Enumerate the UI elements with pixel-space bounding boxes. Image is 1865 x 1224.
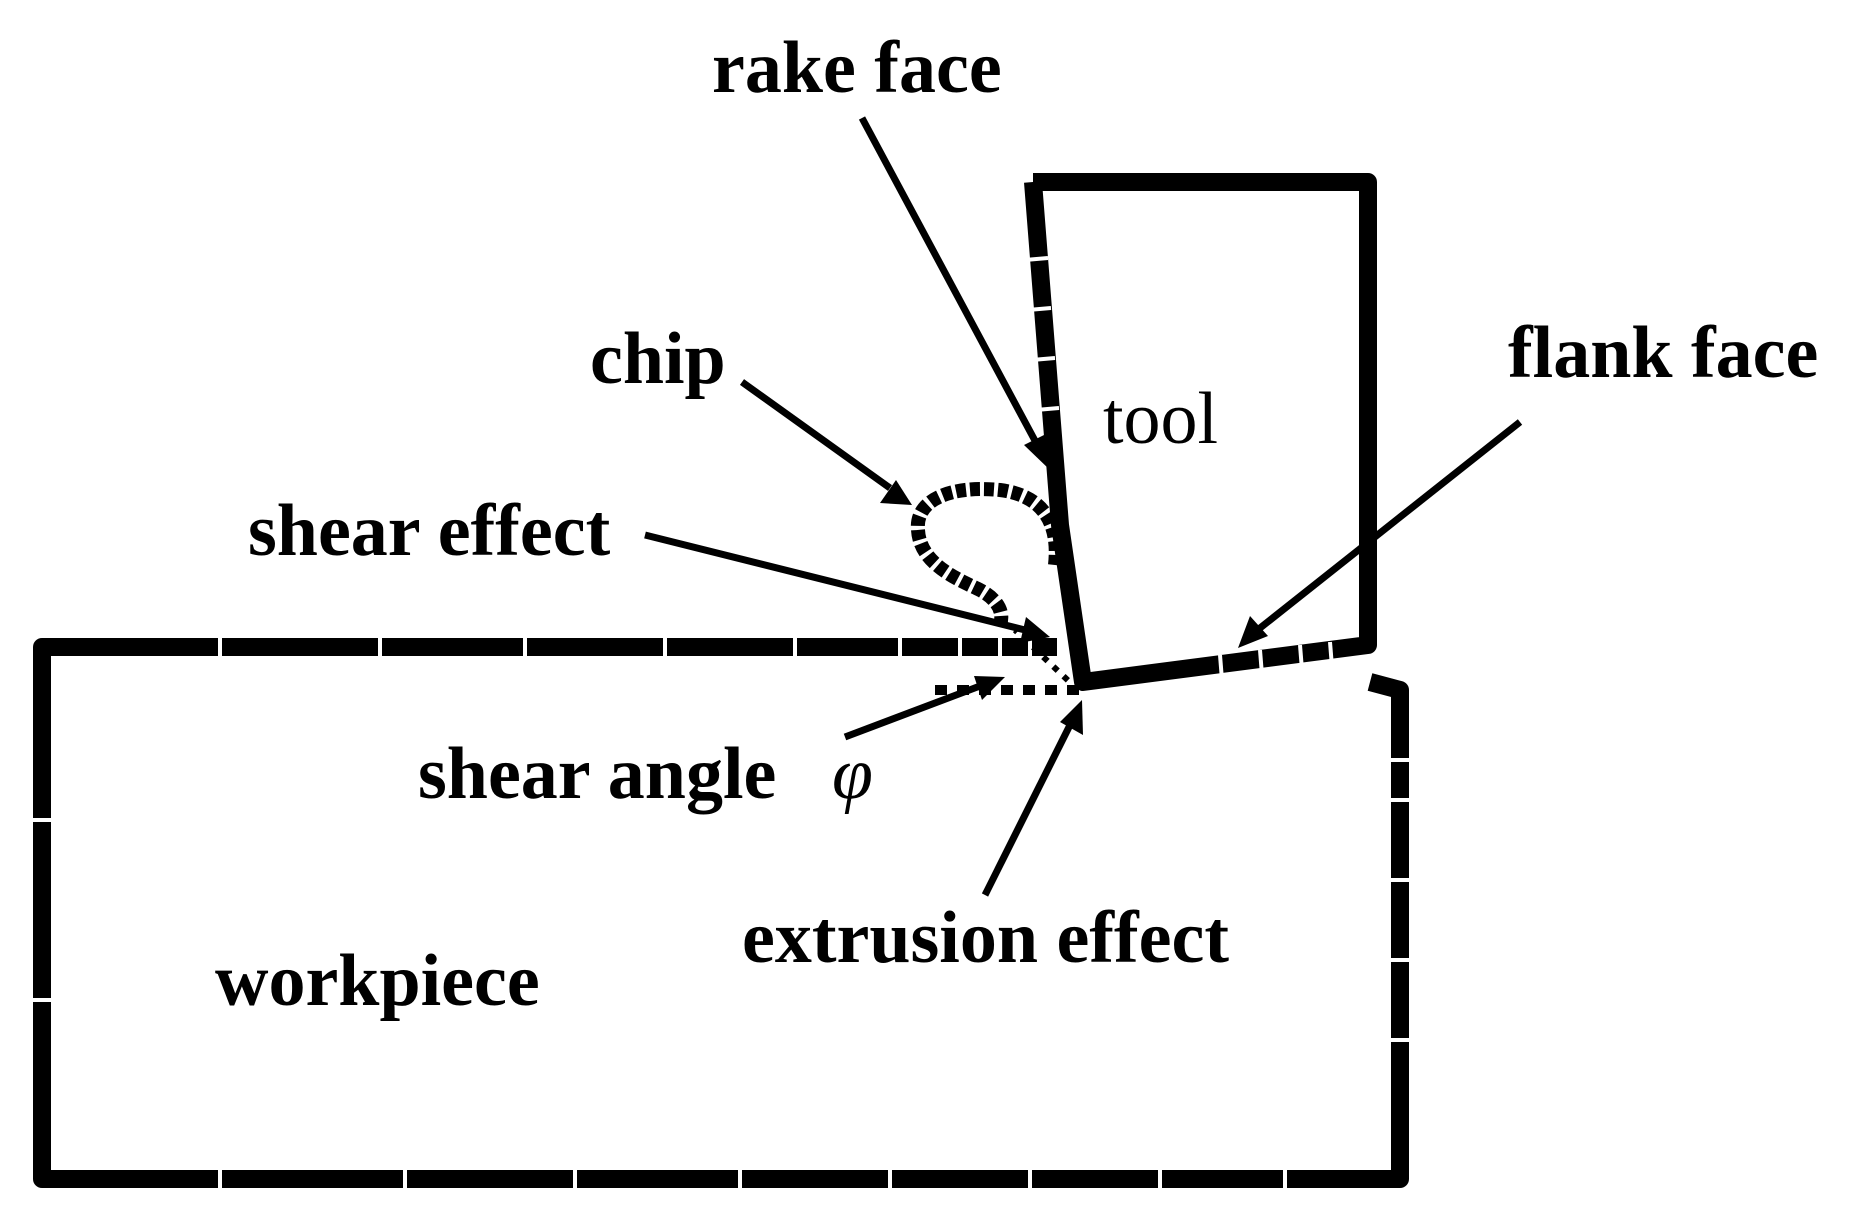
tool-label: tool: [1103, 378, 1218, 460]
workpiece-label: workpiece: [215, 940, 540, 1022]
shear-angle-label: shear angle: [418, 733, 776, 815]
tool-edge-ticks: [1024, 256, 1334, 681]
extrusion-effect-arrow: [981, 700, 1083, 897]
shear-angle-symbol: φ: [832, 733, 873, 815]
flank-face-label: flank face: [1508, 312, 1818, 394]
workpiece-body: [31, 636, 1411, 1190]
tool-body: [1024, 173, 1377, 691]
shear-angle-arrow: [843, 676, 1005, 741]
chip-outline: [910, 482, 1063, 628]
chip-shape: [910, 482, 1063, 628]
chip-label: chip: [590, 318, 726, 400]
rake-face-arrow: [858, 116, 1050, 470]
shear-effect-arrow: [644, 531, 1050, 643]
rake-face-label: rake face: [712, 27, 1002, 109]
workpiece-outline: [33, 638, 1409, 1188]
tool-outline: [1024, 173, 1377, 691]
extrusion-effect-label: extrusion effect: [742, 897, 1229, 979]
shear-effect-label: shear effect: [248, 490, 611, 572]
chip-arrow: [739, 379, 912, 505]
flank-face-arrow: [1238, 419, 1523, 648]
workpiece-edge-ticks: [31, 636, 1411, 1190]
